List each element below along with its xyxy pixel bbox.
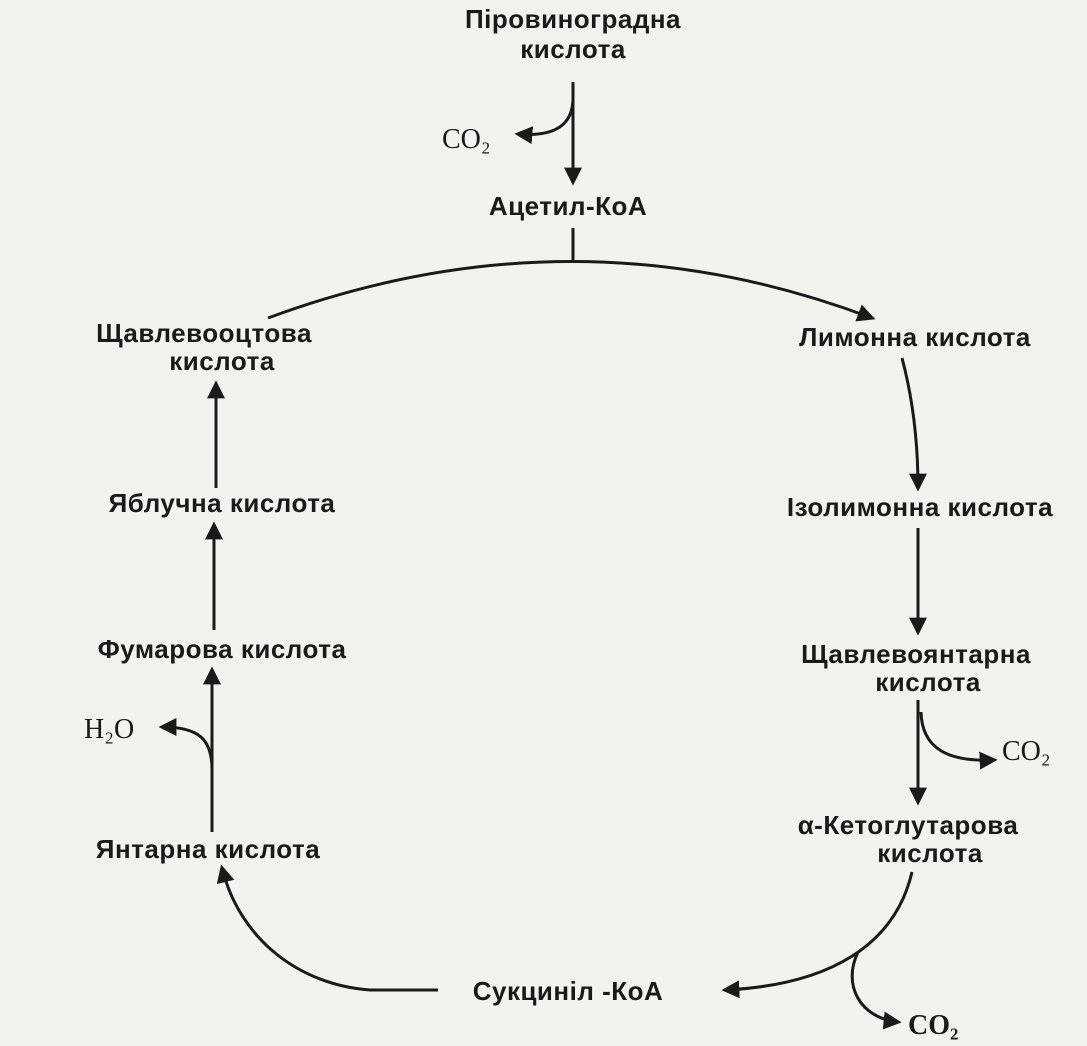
oxalosuccinic-acid-label-line1: Щавлевоянтарна (801, 639, 1031, 669)
co2-top-label: CO₂ (442, 124, 491, 155)
succinyl-coa-label: Сукциніл -КоА (473, 976, 664, 1006)
ketoglutaric-to-succinyl-arrow (721, 871, 914, 999)
alpha-ketoglutaric-acid-label-line2: кислота (877, 838, 983, 868)
co2-release-bottom-arrow (850, 951, 902, 1030)
co2-release-right-arrow (919, 711, 998, 770)
citric-to-isocitric-arrow (900, 357, 927, 492)
fumaric-acid-label: Фумарова кислота (98, 634, 347, 664)
succinyl-to-succinic-arrow (216, 864, 438, 992)
h2o-release-arrow (158, 718, 214, 771)
condensation-arc-arrow (267, 260, 876, 322)
succinic-acid-label: Янтарна кислота (96, 834, 320, 864)
oxaloacetic-acid-label-line2: кислота (169, 346, 275, 376)
h2o-label: H₂O (84, 714, 134, 745)
co2-release-top-arrow (514, 97, 575, 145)
pyruvic-acid-label-line2: кислота (520, 34, 626, 64)
malic-acid-label: Яблучна кислота (109, 488, 336, 518)
pyruvic-acid-label-line1: Піровиноградна (465, 4, 681, 34)
co2-bottom-label: CO₂ (908, 1010, 958, 1041)
oxaloacetic-acid-label-line1: Щавлевооцтова (96, 318, 312, 348)
co2-right-label: CO₂ (1002, 736, 1051, 767)
citric-acid-label: Лимонна кислота (799, 322, 1031, 352)
alpha-ketoglutaric-acid-label-line1: α-Кетоглутарова (798, 810, 1019, 840)
oxalosuccinic-acid-label-line2: кислота (875, 667, 981, 697)
acetyl-coa-label: Ацетил-КоА (489, 191, 647, 221)
isocitric-acid-label: Ізолимонна кислота (787, 492, 1053, 522)
